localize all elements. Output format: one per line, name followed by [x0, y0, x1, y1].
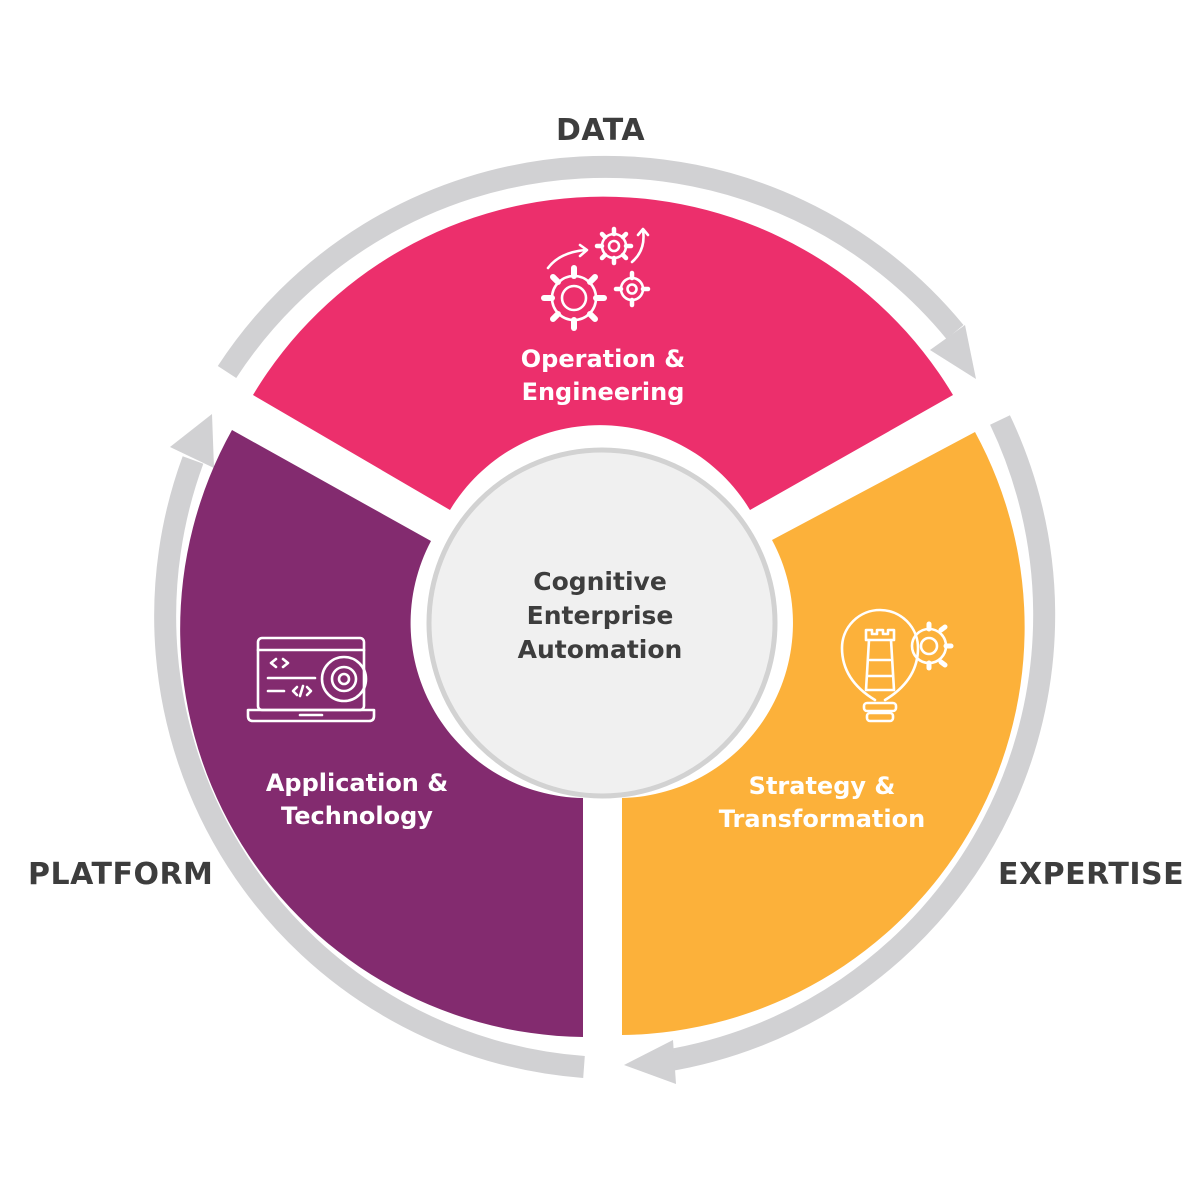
laptop-code-icon [246, 636, 376, 723]
segment-label-line: Application & [265, 769, 449, 797]
center-label-line: Automation [517, 635, 683, 664]
center-circle [426, 447, 778, 799]
gears-icon [541, 226, 651, 331]
segment-application-technology [180, 430, 583, 1037]
segment-label-line: Technology [281, 802, 433, 830]
segment-label-line: Engineering [521, 378, 685, 406]
outer-label-platform: PLATFORM [28, 857, 214, 892]
outer-cycle-ring [154, 155, 1056, 1078]
center-label-line: Cognitive [533, 567, 667, 596]
segment-label-application-technology: Application & Technology [197, 767, 517, 833]
lightbulb-chess-rook-icon [840, 608, 954, 723]
segment-strategy-transformation [622, 432, 1025, 1035]
ring-arc-top [217, 155, 964, 379]
center-label-line: Enterprise [526, 601, 674, 630]
segment-label-line: Transformation [718, 805, 926, 833]
ring-arc-right [663, 415, 1056, 1072]
segment-label-line: Operation & [520, 345, 686, 373]
ring-arc-left [154, 456, 585, 1078]
outer-label-data: DATA [556, 113, 646, 148]
ring-arrowhead-right [624, 1040, 676, 1084]
center-label: Cognitive Enterprise Automation [445, 565, 755, 667]
segment-label-operation-engineering: Operation & Engineering [443, 343, 763, 409]
segment-operation-engineering [253, 196, 953, 511]
segment-label-strategy-transformation: Strategy & Transformation [662, 770, 982, 836]
segment-label-line: Strategy & [748, 772, 896, 800]
ring-arrowhead-left [170, 414, 214, 468]
outer-label-expertise: EXPERTISE [998, 857, 1185, 892]
ring-arrowhead-top [930, 325, 976, 379]
